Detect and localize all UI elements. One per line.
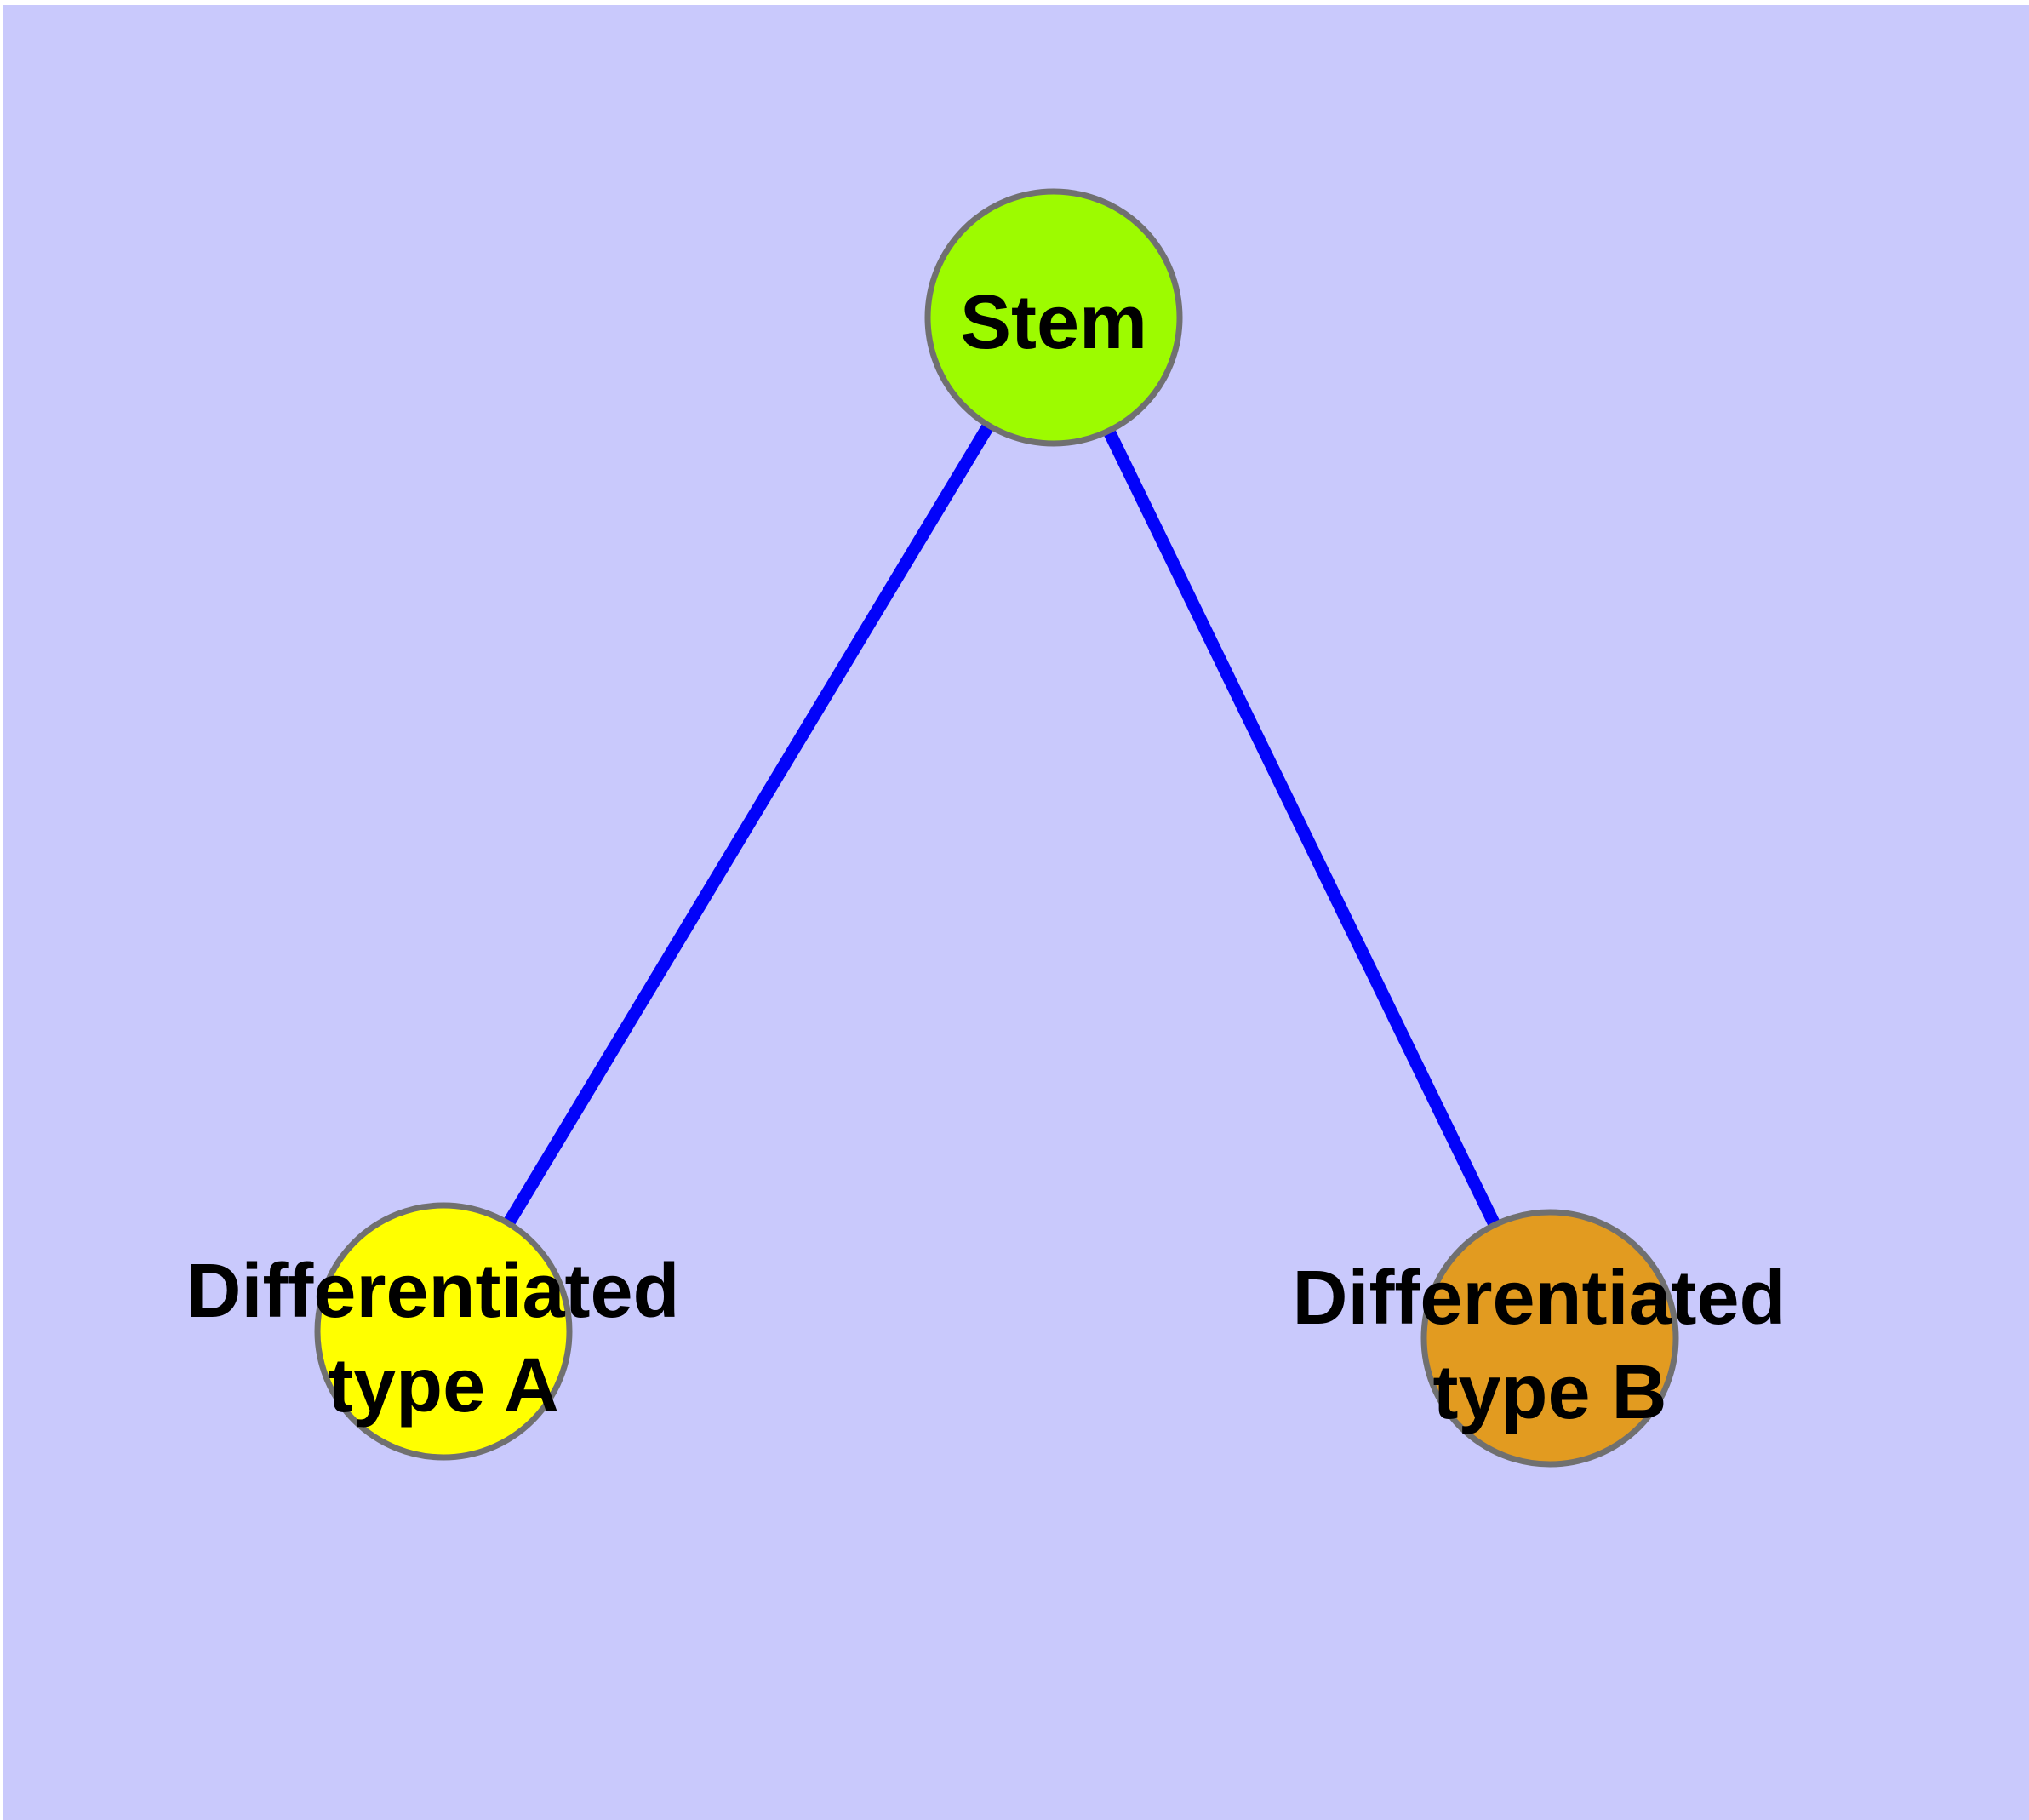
node-type-a-label: Differentiated type A	[186, 1249, 700, 1428]
node-type-a-label-line-1: Differentiated	[186, 1249, 679, 1334]
node-type-b-label: Differentiated type B	[1292, 1256, 1807, 1435]
node-type-b-label-line-2: type B	[1432, 1350, 1666, 1435]
edge-stem-to-type-a	[437, 314, 1060, 1335]
node-type-a-circle	[314, 1202, 573, 1461]
node-type-b-circle	[1420, 1209, 1679, 1468]
node-stem-label: Stem	[960, 280, 1147, 365]
node-stem-circle	[924, 188, 1183, 447]
edge-stem-to-type-b	[1048, 314, 1556, 1342]
node-type-a-label-line-2: type A	[328, 1343, 559, 1428]
node-type-b-label-line-1: Differentiated	[1292, 1256, 1786, 1341]
node-stem-label-line: Stem	[960, 280, 1147, 365]
